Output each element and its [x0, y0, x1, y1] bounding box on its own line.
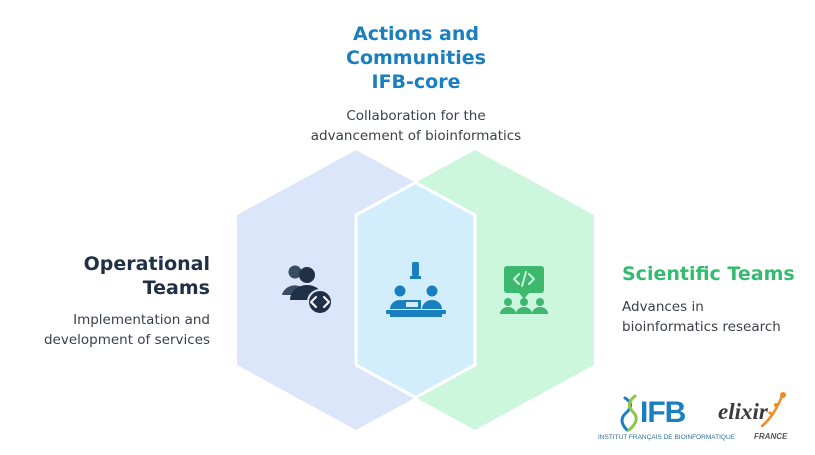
elixir-logo-subtitle: FRANCE	[754, 432, 788, 441]
operational-teams-title: Operational Teams	[83, 253, 210, 299]
elixir-logo-mark	[760, 392, 786, 428]
team-code-icon	[282, 265, 333, 315]
elixir-logo-text: elixir	[718, 399, 768, 424]
ifb-logo-mark	[620, 394, 638, 432]
meeting-icon	[386, 262, 446, 317]
scientific-teams-description: Advances in bioinformatics research	[622, 299, 781, 335]
operational-teams-description: Implementation and development of servic…	[43, 312, 210, 348]
overlap-hexagon	[356, 182, 475, 398]
actions-communities-title: Actions and Communities IFB-core	[346, 23, 486, 93]
ifb-logo-text: IFB	[640, 396, 686, 429]
ifb-logo-subtitle: INSTITUT FRANÇAIS DE BIOINFORMATIQUE	[598, 434, 735, 441]
actions-communities-description: Collaboration for the advancement of bio…	[310, 108, 522, 144]
scientific-teams-title: Scientific Teams	[622, 263, 795, 285]
science-screen-icon	[500, 266, 548, 314]
